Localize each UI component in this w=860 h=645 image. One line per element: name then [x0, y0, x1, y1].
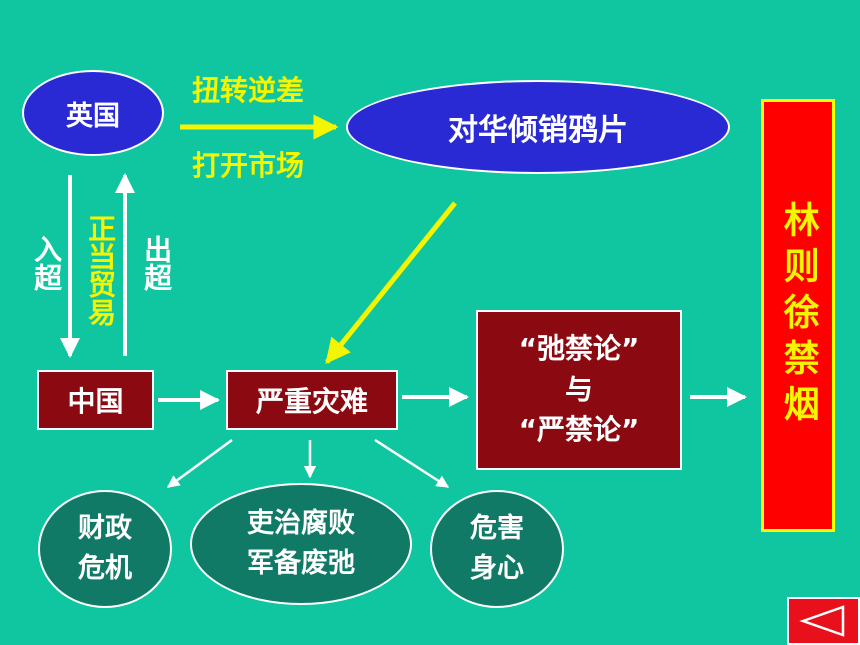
lin-zexu-label: 林则徐禁烟: [777, 200, 819, 431]
arrow-opium-to-disaster: [325, 201, 457, 364]
harm-line-1: 危害: [470, 512, 524, 544]
corruption-line-2: 军备废弛: [247, 548, 355, 579]
debate-line-2: 与: [564, 372, 593, 406]
debate-line-3: “严禁论”: [518, 413, 640, 447]
arrow-disaster-to-fiscal: [166, 438, 233, 489]
fiscal-crisis-node: 财政 危机: [38, 490, 172, 608]
opium-dumping-label: 对华倾销鸦片: [448, 113, 628, 148]
arrow-disaster-to-harm: [374, 438, 450, 489]
label-reverse-deficit: 扭转逆差: [191, 74, 304, 107]
severe-disaster-label: 严重灾难: [255, 385, 368, 418]
harm-line-2: 身心: [470, 553, 524, 584]
harm-node: 危害 身心: [430, 490, 564, 608]
britain-node: 英国: [22, 70, 164, 156]
label-import-excess: 入超: [30, 234, 64, 291]
britain-label: 英国: [66, 100, 120, 132]
china-node: 中国: [37, 370, 154, 430]
back-button[interactable]: [787, 597, 860, 645]
severe-disaster-node: 严重灾难: [226, 370, 398, 430]
corruption-line-1: 吏治腐败: [247, 507, 355, 539]
china-label: 中国: [67, 385, 124, 418]
opium-dumping-node: 对华倾销鸦片: [346, 80, 730, 174]
triangle-left-icon: [799, 605, 845, 637]
corruption-node: 吏治腐败 军备废弛: [190, 483, 412, 605]
fiscal-crisis-line-1: 财政: [78, 512, 132, 544]
label-open-market: 打开市场: [191, 149, 304, 182]
debate-node: “弛禁论” 与 “严禁论”: [476, 310, 682, 470]
label-legit-trade: 正当贸易: [84, 214, 118, 326]
label-export-excess: 出超: [140, 234, 174, 291]
lin-zexu-node: 林则徐禁烟: [761, 99, 835, 532]
fiscal-crisis-line-2: 危机: [78, 553, 132, 584]
debate-line-1: “弛禁论”: [518, 332, 640, 366]
